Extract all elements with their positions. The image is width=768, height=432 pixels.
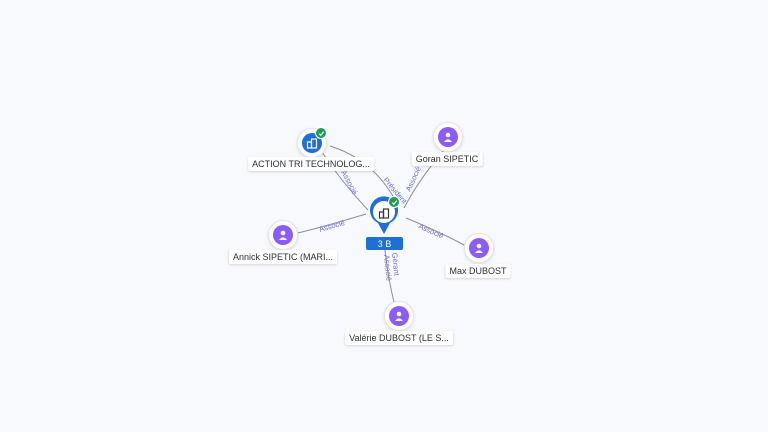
edge-label-valerie-gerant: Gérant <box>390 252 401 277</box>
center-badge[interactable]: 3 B <box>366 237 403 250</box>
person-node-annick[interactable] <box>268 220 298 250</box>
person-node-goran[interactable] <box>433 122 463 152</box>
edge-label-valerie-associe: Associé <box>382 254 394 281</box>
edge-valerie <box>384 249 395 303</box>
building-icon <box>378 206 390 224</box>
verified-check-icon <box>315 127 327 139</box>
person-icon <box>469 238 489 258</box>
edge-annick <box>297 213 367 234</box>
edge-label-max: Associé <box>417 222 445 241</box>
node-label-action-tri[interactable]: ACTION TRI TECHNOLOG... <box>248 157 374 171</box>
edge-label-annick: Associé <box>318 218 346 234</box>
person-node-valerie[interactable] <box>384 301 414 331</box>
person-node-max[interactable] <box>464 233 494 263</box>
node-label-valerie[interactable]: Valérie DUBOST (LE S... <box>345 331 453 345</box>
edge-label-action-tri-associe: Associé <box>339 169 359 196</box>
person-icon <box>273 225 293 245</box>
person-icon <box>438 127 458 147</box>
verified-check-icon <box>388 196 400 208</box>
node-label-goran[interactable]: Goran SIPETIC <box>411 152 483 166</box>
edge-label-goran: Associé <box>404 165 423 193</box>
node-label-annick[interactable]: Annick SIPETIC (MARI... <box>228 250 338 264</box>
person-icon <box>389 306 409 326</box>
edge-max <box>405 217 467 247</box>
node-label-max[interactable]: Max DUBOST <box>445 264 511 278</box>
